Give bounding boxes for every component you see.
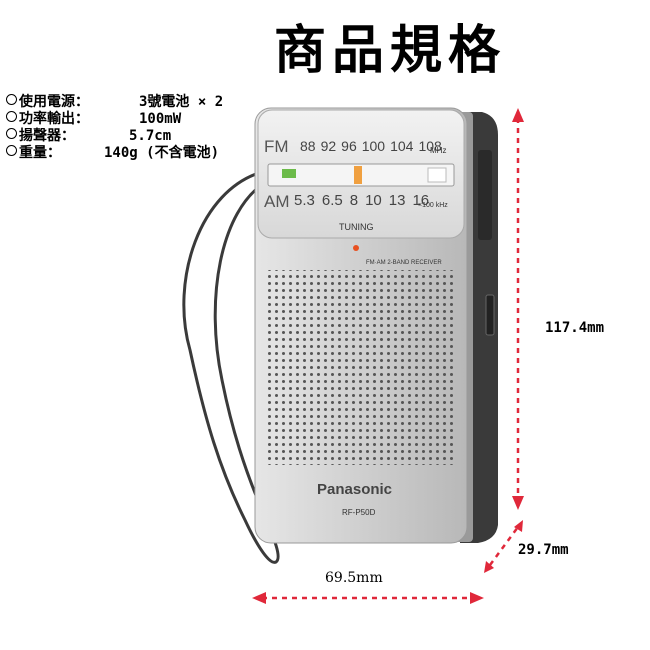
fm-scale-mark: 88 [300, 138, 316, 154]
arrowhead-icon [484, 561, 494, 573]
spec-label: 揚聲器： [19, 128, 75, 144]
bullet-circle-icon [6, 111, 17, 122]
bullet-circle-icon [6, 145, 17, 156]
spec-label: 使用電源： [19, 94, 89, 110]
arrowhead-icon [252, 592, 266, 604]
arrowhead-icon [514, 520, 523, 532]
bullet-circle-icon [6, 94, 17, 105]
arrowhead-icon [512, 496, 524, 510]
spec-output: 功率輸出： 100mW [6, 111, 223, 128]
spec-value: 100mW [139, 111, 182, 127]
am-scale-mark: 8 [349, 192, 359, 209]
am-scale-mark: 16 [412, 192, 430, 209]
width-dimension: 69.5mm [325, 570, 383, 586]
page-title: 商品規格 [273, 21, 506, 81]
band-label: FM·AM 2-BAND RECEIVER [366, 260, 442, 266]
am-scale-mark: 5.3 [294, 192, 315, 209]
fm-scale-mark: 96 [341, 138, 357, 154]
spec-value: 5.7cm [129, 128, 172, 144]
fm-scale-mark: 100 [361, 138, 386, 154]
fm-scale-mark: 108 [418, 138, 442, 154]
brand-logo: Panasonic [317, 481, 393, 498]
am-unit: ×100 kHz [418, 202, 448, 209]
spec-label: 功率輸出： [19, 111, 89, 127]
spec-list: 使用電源： 3號電池 × 2 功率輸出： 100mW 揚聲器： 5.7cm 重量… [6, 94, 223, 162]
fm-scale: 88 92 96 100 104 108 [300, 138, 442, 154]
fm-unit: MHz [430, 146, 447, 155]
model-label: RF-P50D [342, 508, 376, 517]
arrowhead-icon [470, 592, 484, 604]
spec-power: 使用電源： 3號電池 × 2 [6, 94, 223, 111]
am-scale-mark: 10 [365, 192, 382, 209]
am-scale-mark: 6.5 [321, 192, 343, 209]
spec-label: 重量： [19, 145, 61, 161]
wrist-strap [182, 170, 280, 564]
am-scale: 5.3 6.5 8 10 13 16 [294, 192, 429, 209]
am-label: AM [264, 192, 290, 211]
spec-speaker: 揚聲器： 5.7cm [6, 128, 223, 145]
arrowhead-icon [512, 108, 524, 122]
depth-dimension: 29.7mm [518, 542, 569, 558]
spec-weight: 重量： 140g (不含電池) [6, 145, 223, 162]
spec-value: 3號電池 × 2 [139, 94, 224, 110]
fm-scale-mark: 92 [320, 138, 337, 154]
speaker-grille [265, 270, 453, 465]
spec-value: 140g (不含電池) [104, 145, 220, 161]
am-scale-mark: 13 [388, 192, 406, 209]
fm-label: FM [264, 137, 289, 156]
bullet-circle-icon [6, 128, 17, 139]
depth-arrow-line [488, 526, 520, 566]
tuning-label: TUNING [339, 222, 374, 232]
fm-scale-mark: 104 [390, 138, 414, 154]
height-dimension: 117.4mm [545, 320, 605, 336]
